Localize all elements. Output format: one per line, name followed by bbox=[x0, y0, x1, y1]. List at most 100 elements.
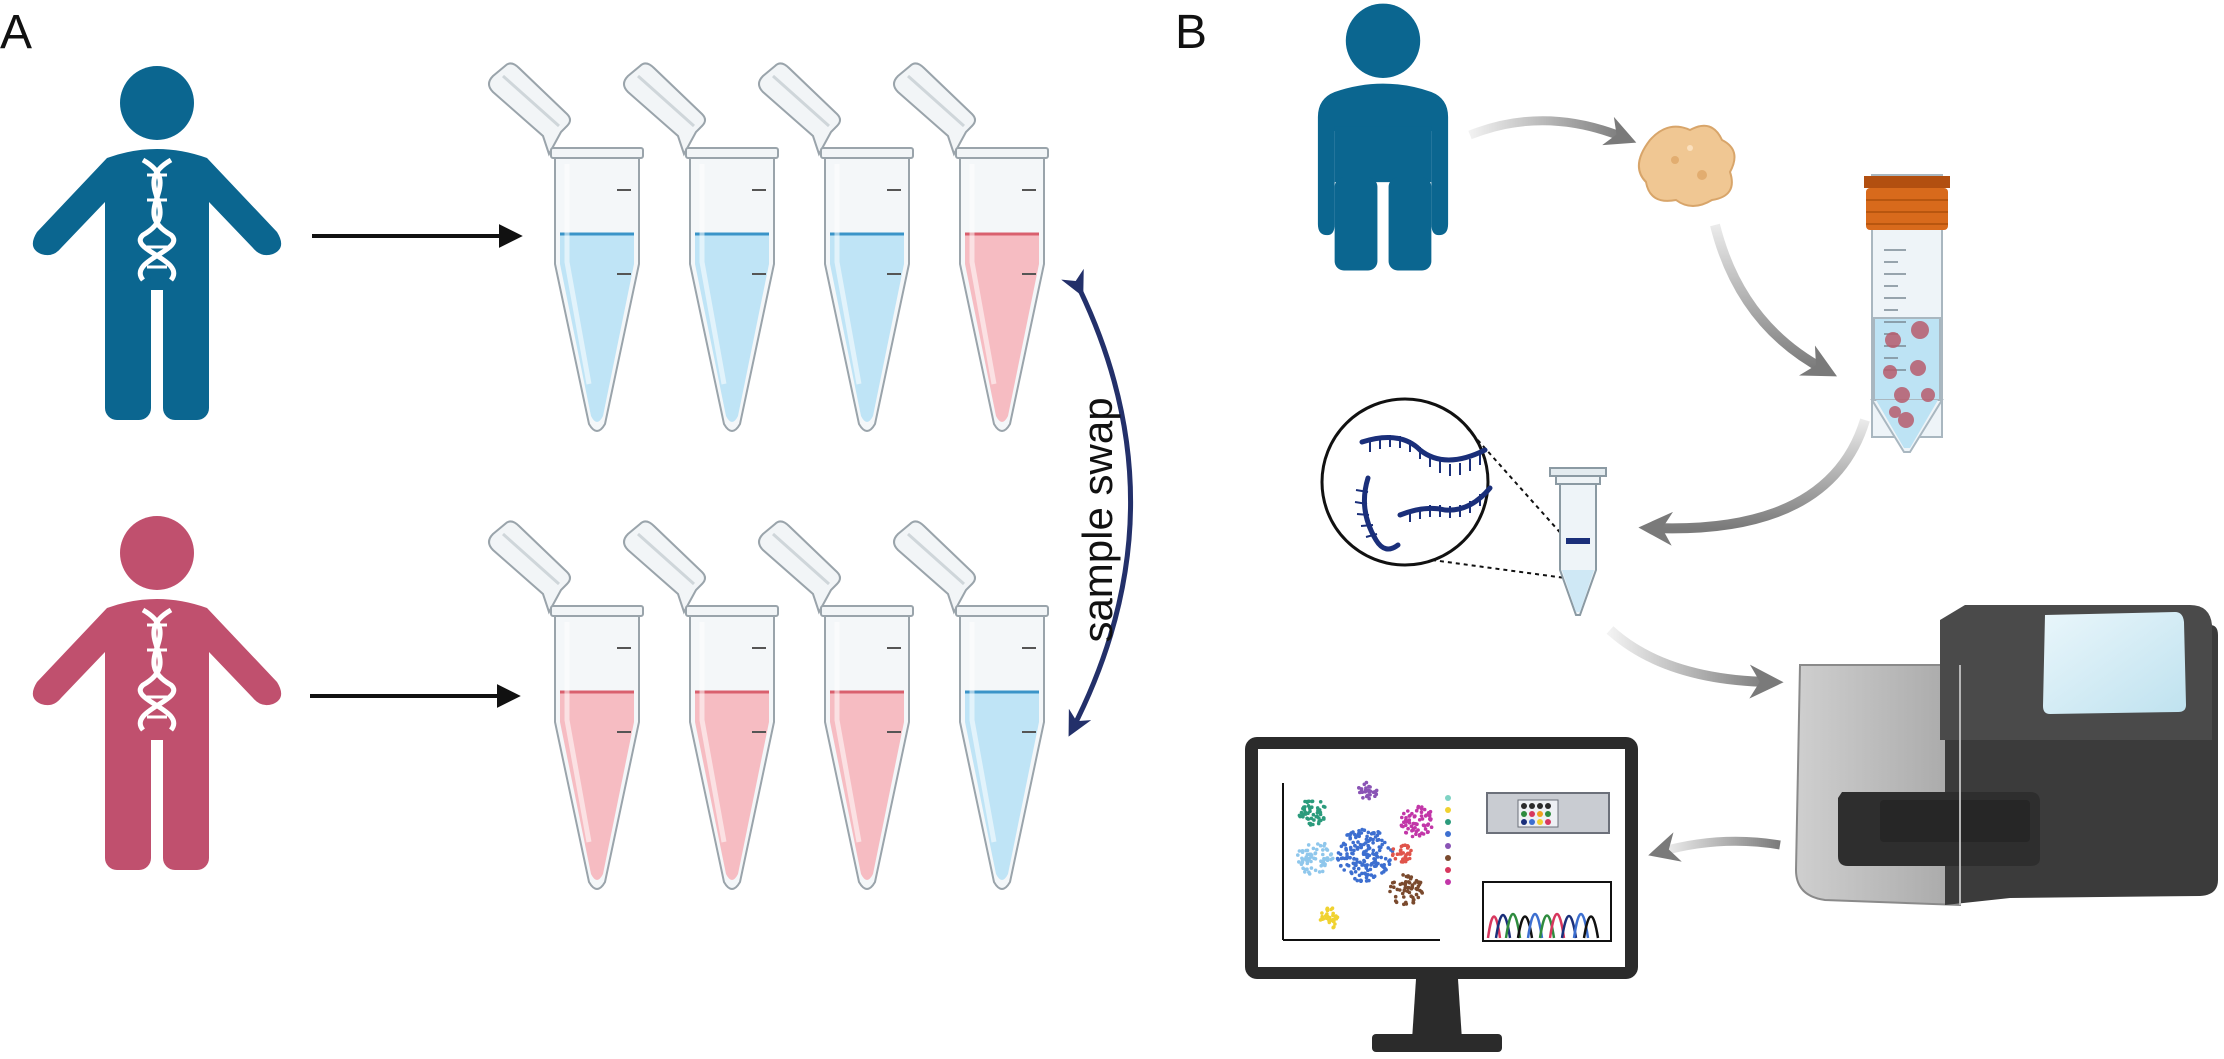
umap-dot bbox=[1429, 825, 1434, 829]
umap-dot bbox=[1340, 856, 1345, 860]
umap-dot bbox=[1309, 859, 1313, 864]
umap-dot bbox=[1348, 855, 1352, 860]
umap-dot bbox=[1325, 858, 1330, 862]
umap-dot bbox=[1348, 845, 1353, 850]
umap-dot bbox=[1334, 914, 1338, 918]
umap-dot bbox=[1367, 784, 1371, 789]
umap-dot bbox=[1401, 851, 1405, 855]
umap-dot bbox=[1301, 812, 1305, 817]
umap-dot bbox=[1323, 862, 1327, 866]
umap-dot bbox=[1380, 842, 1384, 847]
umap-dot bbox=[1353, 862, 1357, 867]
umap-dot bbox=[1363, 790, 1368, 794]
umap-dot bbox=[1331, 919, 1335, 924]
umap-dot bbox=[1342, 868, 1346, 872]
umap-dot bbox=[1392, 885, 1396, 889]
umap-dot bbox=[1355, 878, 1360, 883]
umap-dot bbox=[1354, 835, 1358, 840]
umap-dot bbox=[1383, 856, 1388, 861]
umap-dot bbox=[1303, 799, 1307, 804]
umap-dot bbox=[1420, 817, 1425, 821]
umap-dot bbox=[1427, 814, 1432, 818]
chromatogram-icon bbox=[1482, 881, 1612, 942]
umap-dot bbox=[1407, 818, 1412, 822]
umap-dot bbox=[1368, 789, 1373, 793]
microtube-icon bbox=[488, 62, 644, 432]
umap-dot bbox=[1411, 895, 1415, 900]
umap-dot bbox=[1297, 860, 1301, 864]
umap-dot bbox=[1301, 866, 1305, 870]
umap-dot bbox=[1366, 847, 1371, 851]
umap-dot bbox=[1425, 823, 1430, 827]
umap-dot bbox=[1372, 874, 1377, 878]
umap-dot bbox=[1400, 815, 1404, 820]
umap-dot bbox=[1314, 814, 1319, 819]
umap-dot bbox=[1415, 886, 1420, 891]
umap-dot bbox=[1321, 917, 1326, 921]
umap-dot bbox=[1392, 880, 1396, 885]
umap-dot bbox=[1402, 895, 1406, 899]
umap-dot bbox=[1306, 843, 1311, 847]
umap-dot bbox=[1369, 832, 1374, 836]
umap-dot bbox=[1307, 852, 1312, 857]
umap-dot bbox=[1302, 805, 1306, 809]
umap-dot bbox=[1364, 875, 1369, 880]
umap-dot bbox=[1404, 831, 1409, 835]
umap-dot bbox=[1315, 811, 1320, 815]
umap-dot bbox=[1359, 787, 1364, 791]
rna-zoom-circle bbox=[1320, 397, 1581, 581]
umap-dot bbox=[1388, 889, 1392, 894]
umap-dot bbox=[1353, 876, 1357, 881]
umap-dot bbox=[1417, 832, 1422, 837]
umap-dot bbox=[1335, 856, 1340, 861]
umap-dot bbox=[1310, 805, 1314, 809]
umap-dot bbox=[1296, 853, 1300, 857]
umap-dot bbox=[1423, 814, 1428, 818]
umap-dot bbox=[1304, 855, 1309, 859]
umap-dot bbox=[1311, 812, 1316, 817]
umap-dot bbox=[1416, 828, 1420, 832]
umap-dot bbox=[1373, 835, 1378, 839]
umap-dot bbox=[1356, 866, 1361, 871]
umap-dot bbox=[1414, 832, 1418, 836]
umap-dot bbox=[1365, 793, 1370, 798]
umap-dot bbox=[1322, 844, 1326, 848]
umap-dot bbox=[1403, 882, 1408, 887]
umap-dot bbox=[1309, 866, 1314, 870]
umap-dot bbox=[1408, 813, 1412, 818]
umap-dot bbox=[1398, 882, 1403, 887]
sequencer-icon bbox=[1794, 605, 2218, 907]
umap-plot-icon bbox=[1282, 780, 1451, 941]
umap-dot bbox=[1387, 862, 1392, 866]
umap-dot bbox=[1413, 814, 1417, 818]
umap-dot bbox=[1406, 809, 1410, 813]
umap-dot bbox=[1318, 800, 1323, 804]
umap-dot bbox=[1414, 892, 1419, 897]
umap-dot bbox=[1406, 851, 1410, 856]
umap-dot bbox=[1417, 818, 1422, 822]
umap-dot bbox=[1421, 823, 1426, 827]
umap-dot bbox=[1407, 890, 1412, 895]
umap-dot bbox=[1364, 849, 1368, 853]
umap-dot bbox=[1402, 888, 1407, 892]
umap-dot bbox=[1305, 867, 1309, 871]
person-icon bbox=[1317, 3, 1449, 271]
umap-dot bbox=[1368, 836, 1373, 841]
umap-dot bbox=[1352, 866, 1356, 871]
umap-dot bbox=[1310, 799, 1314, 804]
umap-dot bbox=[1388, 858, 1392, 862]
umap-dot bbox=[1372, 857, 1376, 861]
umap-dot bbox=[1313, 851, 1318, 855]
umap-dot bbox=[1356, 840, 1360, 844]
umap-dot bbox=[1300, 856, 1304, 861]
umap-dot bbox=[1305, 861, 1310, 866]
umap-dot bbox=[1319, 818, 1323, 823]
umap-dot bbox=[1371, 841, 1375, 845]
umap-dot bbox=[1345, 863, 1349, 867]
umap-dot bbox=[1352, 857, 1356, 861]
umap-dot bbox=[1345, 854, 1349, 858]
umap-dot bbox=[1311, 846, 1316, 851]
umap-dot bbox=[1366, 830, 1371, 835]
umap-dot bbox=[1362, 782, 1367, 787]
umap-dot bbox=[1411, 828, 1415, 832]
